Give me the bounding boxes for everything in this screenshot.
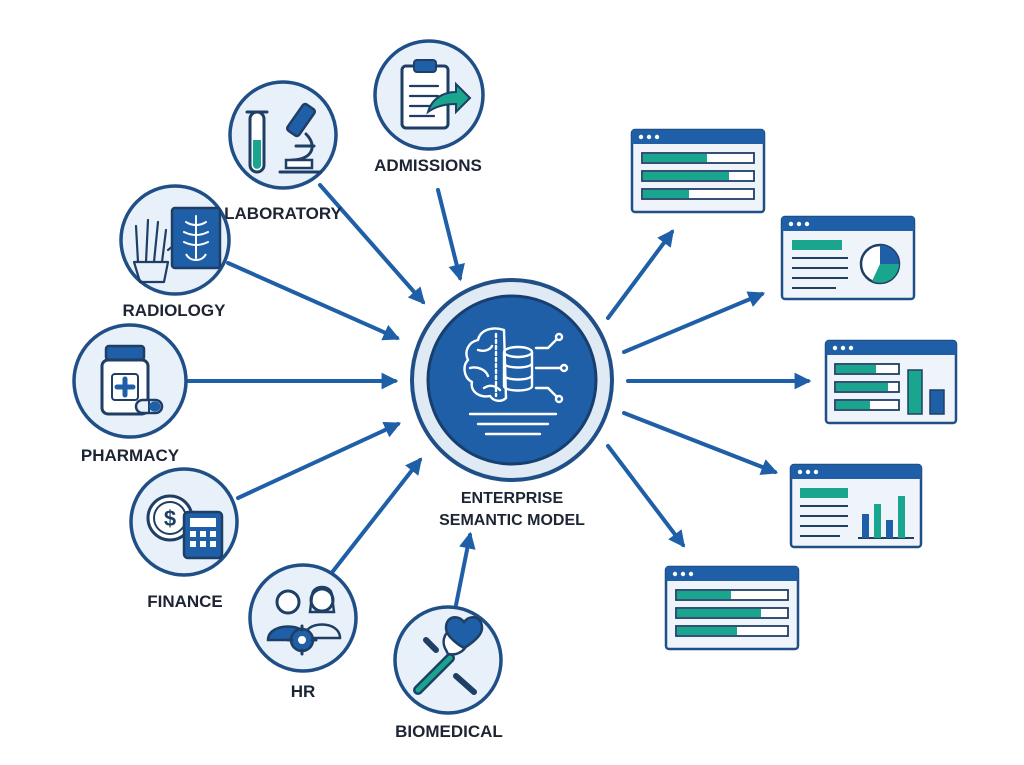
svg-text:$: $ (164, 506, 176, 531)
xray-hand-icon (132, 206, 222, 284)
source-label-laboratory: LABORATORY (224, 204, 342, 223)
output-dashboard-2[interactable] (780, 215, 916, 301)
source-node-laboratory[interactable] (228, 80, 338, 190)
arrow-radiology-to-hub (226, 261, 401, 341)
arrow-laboratory-to-hub (318, 183, 426, 305)
progress-bars-dashboard-icon (675, 589, 789, 637)
semantic-model-hub[interactable] (410, 278, 614, 482)
input-arrows (186, 183, 476, 607)
output-dashboard-1[interactable] (630, 128, 766, 214)
output-arrows (606, 229, 812, 548)
people-gear-icon (266, 585, 342, 656)
arrow-finance-to-hub (236, 422, 402, 500)
pill-bottle-icon (100, 344, 164, 416)
window-dots (672, 571, 694, 577)
test-tube-microscope-icon (245, 102, 322, 174)
output-dashboard-4[interactable] (789, 463, 923, 549)
source-label-finance: FINANCE (147, 592, 223, 611)
arrow-hub-to-dashboard-5 (606, 444, 686, 548)
pie-chart-dashboard-icon (792, 240, 901, 289)
source-node-pharmacy[interactable] (72, 323, 188, 439)
window-dots (797, 469, 819, 475)
arrow-hub-to-dashboard-2 (622, 291, 766, 354)
hub-label-line2: SEMANTIC MODEL (439, 512, 585, 529)
hub-label-line1: ENTERPRISE (461, 490, 564, 507)
progress-bars-dashboard-icon (641, 152, 755, 200)
coin-calculator-icon: $ (146, 494, 224, 560)
arrow-hub-to-dashboard-4 (622, 411, 779, 475)
source-label-biomedical: BIOMEDICAL (395, 722, 503, 741)
source-node-radiology[interactable] (119, 184, 231, 296)
source-node-finance[interactable]: $ (129, 467, 239, 577)
window-dots (788, 221, 810, 227)
wrench-heart-icon (413, 615, 484, 695)
arrow-hr-to-hub (328, 457, 423, 577)
source-node-hr[interactable] (248, 563, 358, 673)
arrow-admissions-to-hub (436, 188, 465, 282)
source-node-admissions[interactable] (373, 39, 485, 151)
arrow-hub-to-dashboard-1 (606, 229, 675, 320)
clipboard-arrow-icon (400, 59, 472, 130)
source-label-admissions: ADMISSIONS (374, 156, 482, 175)
window-dots (638, 134, 660, 140)
arrow-biomedical-to-hub (454, 531, 476, 607)
source-label-radiology: RADIOLOGY (123, 301, 227, 320)
source-node-biomedical[interactable] (393, 605, 503, 715)
window-dots (832, 345, 854, 351)
column-chart-dashboard-icon (800, 488, 914, 539)
source-label-hr: HR (291, 682, 316, 701)
bar-chart-dashboard-icon (834, 363, 945, 415)
brain-database-icon (463, 327, 569, 436)
output-dashboard-5[interactable] (664, 565, 800, 651)
source-label-pharmacy: PHARMACY (81, 446, 180, 465)
output-dashboard-3[interactable] (824, 339, 958, 425)
